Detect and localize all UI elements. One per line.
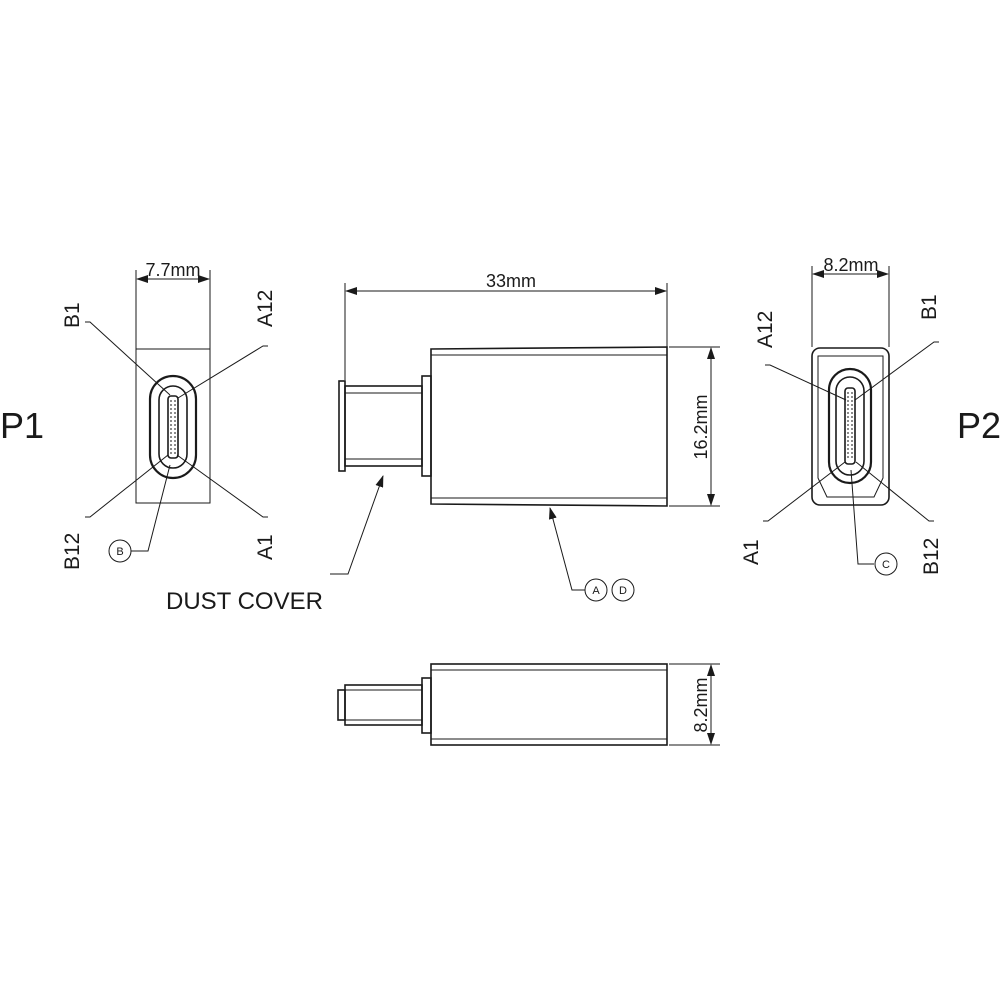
p1-pin-b1-label: B1 [61, 302, 84, 328]
p1-leader-b12 [85, 454, 169, 518]
p2-view-label: P2 [957, 405, 1000, 446]
dust-cover-label: DUST COVER [166, 588, 323, 615]
top-cap [337, 689, 346, 721]
p2-pin-b12-label: B12 [920, 538, 943, 575]
top-view: 8.2mm [337, 663, 720, 746]
p1-pin-a1-label: A1 [254, 534, 277, 560]
top-collar [421, 677, 432, 734]
p1-port-inner [158, 385, 188, 469]
p1-width-dim: 7.7mm [145, 260, 200, 280]
side-callout-a-circle [584, 578, 608, 602]
p2-port-outer [827, 367, 873, 485]
p2-leader-callout [850, 469, 874, 565]
p2-body-outline [811, 347, 890, 506]
dust-cover-leader [330, 475, 384, 575]
p2-leader-a12 [765, 364, 847, 401]
p2-callout-label: C [882, 559, 890, 571]
p1-leader-callout [131, 464, 171, 552]
side-callout-leader [548, 507, 585, 591]
p2-end-view: P2 8.2mm A12 B1 A1 B12 C [740, 255, 1000, 576]
p1-end-view: P1 7.7mm B1 A12 B12 A1 B [0, 260, 277, 570]
side-view: 33mm 16.2mm DUST COVER A D [166, 271, 720, 615]
dust-cover-cap [338, 380, 346, 472]
p1-pin-a12-label: A12 [254, 290, 277, 327]
p1-callout-circle [108, 539, 132, 563]
p1-leader-a12 [177, 345, 268, 399]
p2-leader-a1 [763, 461, 846, 522]
side-callout-d-circle [611, 578, 635, 602]
p2-pin-a1-label: A1 [740, 539, 763, 565]
side-callout-a: A [592, 585, 600, 597]
p1-port-tongue [167, 395, 179, 459]
top-thickness-dim: 8.2mm [691, 677, 711, 732]
p2-width-dim: 8.2mm [823, 255, 878, 275]
p2-port-tongue [844, 387, 856, 465]
p1-body-outline [135, 348, 211, 504]
p2-port-inner [835, 376, 865, 476]
p2-pin-b1-label: B1 [918, 294, 941, 320]
side-height-dim: 16.2mm [691, 394, 711, 459]
top-plug [344, 684, 423, 726]
side-collar [421, 375, 432, 477]
side-length-dim: 33mm [486, 271, 536, 291]
p1-view-label: P1 [0, 405, 44, 446]
p2-callout-circle [874, 552, 898, 576]
p1-leader-b1 [85, 321, 171, 396]
p1-port-outer [148, 374, 198, 480]
p1-callout-label: B [116, 546, 123, 558]
p2-leader-b1 [854, 341, 939, 401]
p2-body-bezel [817, 355, 884, 498]
p1-pin-b12-label: B12 [61, 533, 84, 570]
dust-cover-plug [344, 385, 423, 467]
side-callout-d: D [619, 585, 627, 597]
p2-leader-b12 [855, 461, 934, 522]
side-housing [430, 346, 668, 507]
p2-pin-a12-label: A12 [754, 311, 777, 348]
top-housing [430, 663, 668, 746]
p1-leader-a1 [176, 454, 268, 518]
